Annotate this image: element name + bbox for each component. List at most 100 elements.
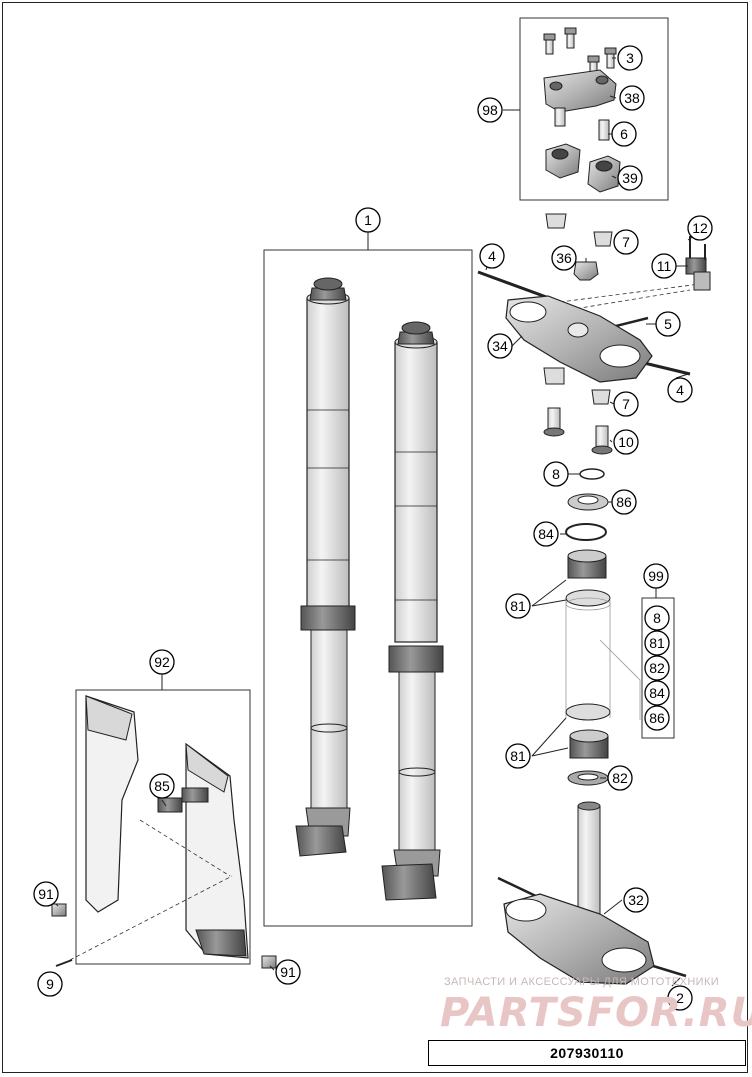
- right-fork-leg: [381, 321, 444, 901]
- callout-c7a: 7: [613, 229, 639, 255]
- callout-c36: 36: [551, 245, 577, 271]
- callout-c12: 12: [687, 215, 713, 241]
- callout-c82-label: 82: [612, 770, 628, 786]
- callout-c11-circle: [651, 253, 677, 279]
- callout-c36-circle: [551, 245, 577, 271]
- callout-c84-circle: [533, 521, 559, 547]
- callout-c85: 85: [149, 773, 175, 799]
- fork-guards: [51, 695, 277, 969]
- callout-c34: 34: [487, 333, 513, 359]
- watermark-text: ЗАПЧАСТИ И АКСЕССУАРЫ ДЛЯ МОТОТЕХНИКИ: [444, 976, 720, 988]
- callout-c98-label: 98: [482, 102, 498, 118]
- callout-c91b-label: 91: [280, 964, 296, 980]
- callout-c12-label: 12: [692, 220, 708, 236]
- kit-99-item-8: 8: [644, 605, 670, 631]
- callout-c91b-circle: [275, 959, 301, 985]
- callout-c98: 98: [477, 97, 503, 123]
- callout-c7a-circle: [613, 229, 639, 255]
- kit-99-item-82-label: 82: [649, 660, 665, 676]
- callout-c4b-label: 4: [676, 382, 684, 398]
- kit-99-item-84-circle: [644, 680, 670, 706]
- callout-c91a: 91: [33, 881, 59, 907]
- callout-c86-circle: [611, 489, 637, 515]
- callout-c8-label: 8: [552, 466, 560, 482]
- callout-c9-circle: [37, 971, 63, 997]
- upper-triple-clamp: [477, 213, 711, 455]
- callout-c4b: 4: [667, 377, 693, 403]
- callout-c82: 82: [607, 765, 633, 791]
- callout-c81b: 81: [505, 743, 531, 769]
- kit-99-item-81: 81: [644, 630, 670, 656]
- callout-c4b-circle: [667, 377, 693, 403]
- callout-c12-circle: [687, 215, 713, 241]
- kit-99-item-82-circle: [644, 655, 670, 681]
- callout-c7b: 7: [613, 391, 639, 417]
- callout-c85-circle: [149, 773, 175, 799]
- callout-c1-label: 1: [364, 212, 372, 228]
- callout-c2: 2: [667, 985, 693, 1011]
- callout-c81a-label: 81: [510, 598, 526, 614]
- callout-bubbles: 1234456778910111232343638398181828485869…: [33, 45, 713, 1011]
- part-number-box: 207930110: [428, 1040, 746, 1066]
- callout-c81a: 81: [505, 593, 531, 619]
- callout-c86: 86: [611, 489, 637, 515]
- callout-c92-label: 92: [154, 654, 170, 670]
- callout-c8-circle: [543, 461, 569, 487]
- group-box-92: [75, 689, 251, 965]
- steering-bearing-stack: [565, 468, 641, 786]
- callout-c32-circle: [623, 887, 649, 913]
- callout-c2-circle: [667, 985, 693, 1011]
- callout-c6: 6: [611, 121, 637, 147]
- callout-c36-label: 36: [556, 250, 572, 266]
- callout-c38-label: 38: [624, 90, 640, 106]
- kit-99-item-81-circle: [644, 630, 670, 656]
- callout-c2-label: 2: [676, 990, 684, 1006]
- callout-c8: 8: [543, 461, 569, 487]
- kit-99-item-86-label: 86: [649, 710, 665, 726]
- kit-99-item-8-label: 8: [653, 610, 661, 626]
- callout-c39-circle: [617, 165, 643, 191]
- callout-c3-label: 3: [626, 50, 634, 66]
- callout-c3: 3: [617, 45, 643, 71]
- callout-c10-circle: [613, 429, 639, 455]
- kit-99-item-86-circle: [644, 705, 670, 731]
- callout-c38-circle: [619, 85, 645, 111]
- callout-c99-circle: [643, 563, 669, 589]
- callout-c7b-label: 7: [622, 396, 630, 412]
- handlebar-clamp-parts: [543, 27, 621, 193]
- callout-c91a-circle: [33, 881, 59, 907]
- callout-c5-label: 5: [664, 316, 672, 332]
- callout-c81b-label: 81: [510, 748, 526, 764]
- part-number: 207930110: [550, 1045, 624, 1061]
- callout-c6-circle: [611, 121, 637, 147]
- callout-c10-label: 10: [618, 434, 634, 450]
- callout-c84-label: 84: [538, 526, 554, 542]
- callout-c99-label: 99: [648, 568, 664, 584]
- callout-c91a-label: 91: [38, 886, 54, 902]
- callout-c9-label: 9: [46, 976, 54, 992]
- callout-c39-label: 39: [622, 170, 638, 186]
- callout-c11-label: 11: [657, 258, 672, 274]
- kit-99-item-86: 86: [644, 705, 670, 731]
- group-box-99: [641, 597, 675, 739]
- callout-c6-label: 6: [620, 126, 628, 142]
- callout-c98-circle: [477, 97, 503, 123]
- callout-c7a-label: 7: [622, 234, 630, 250]
- kit-99-item-82: 82: [644, 655, 670, 681]
- callout-c85-label: 85: [154, 778, 170, 794]
- callout-c32-label: 32: [628, 892, 644, 908]
- callout-c34-label: 34: [492, 338, 508, 354]
- watermark-logo: PARTSFOR.RU: [440, 990, 752, 1036]
- callout-c10: 10: [613, 429, 639, 455]
- group-box-98: [519, 17, 669, 201]
- callout-c84: 84: [533, 521, 559, 547]
- callout-c34-circle: [487, 333, 513, 359]
- kit-99-item-84-label: 84: [649, 685, 665, 701]
- callout-c82-circle: [607, 765, 633, 791]
- callout-c92: 92: [149, 649, 175, 675]
- callout-c7b-circle: [613, 391, 639, 417]
- kit-99-item-81-label: 81: [649, 635, 665, 651]
- callout-c39: 39: [617, 165, 643, 191]
